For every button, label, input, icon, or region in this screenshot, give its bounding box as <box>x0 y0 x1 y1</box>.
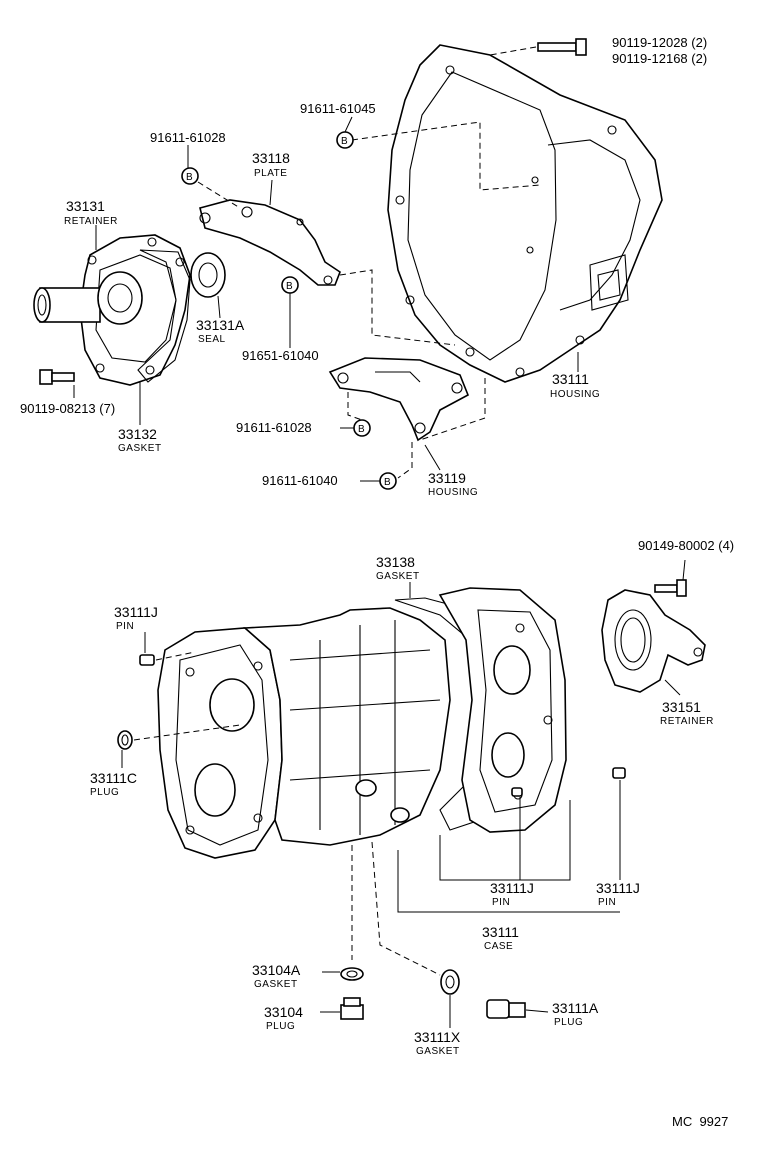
pin-mid-drawing <box>511 787 523 797</box>
housing-bolt-icon <box>537 38 587 56</box>
x-gasket-number: 33111X <box>414 1029 461 1045</box>
seal-name: SEAL <box>198 334 226 345</box>
case-number: 33111 <box>482 924 519 940</box>
pin-mid-number: 33111J <box>490 880 534 896</box>
b-marker-icon: B <box>181 167 199 185</box>
bracket-housing-drawing <box>328 357 470 442</box>
b-marker-icon: B <box>281 276 299 294</box>
part-number-91651-61040: 91651-61040 <box>242 348 319 363</box>
filler-plug-drawing <box>486 999 526 1019</box>
marker-b: B <box>186 172 193 183</box>
b-marker-icon: B <box>353 419 371 437</box>
plate-name: PLATE <box>254 168 287 179</box>
drain-plug-name: PLUG <box>266 1021 295 1032</box>
retainer-bolt-number: 90119-08213 (7) <box>20 401 115 416</box>
marker-b: B <box>358 424 365 435</box>
marker-b: B <box>384 477 391 488</box>
x-gasket-drawing <box>440 969 460 995</box>
case-name: CASE <box>484 941 513 952</box>
marker-b: B <box>286 281 293 292</box>
pin-left-name: PIN <box>116 621 134 632</box>
pin-right-name: PIN <box>598 897 616 908</box>
pin-right-number: 33111J <box>596 880 640 896</box>
housing-bell-name: HOUSING <box>550 389 600 400</box>
gasket-front-number: 33132 <box>118 426 157 442</box>
b-marker-icon: B <box>336 131 354 149</box>
gasket-case-name: GASKET <box>376 571 420 582</box>
rear-retainer-bolt-icon <box>654 579 687 597</box>
part-number-91611-61040: 91611-61040 <box>262 473 338 488</box>
gasket-front-name: GASKET <box>118 443 162 454</box>
plate-number: 33118 <box>252 150 290 166</box>
drain-gasket-number: 33104A <box>252 962 301 978</box>
gasket-case-number: 33138 <box>376 554 415 570</box>
drain-plug-number: 33104 <box>264 1004 303 1020</box>
front-retainer-drawing <box>33 234 191 386</box>
retainer-front-number: 33131 <box>66 198 105 214</box>
pin-mid-name: PIN <box>492 897 510 908</box>
bolt-label-line2: 90119-12168 (2) <box>612 51 707 66</box>
rear-bolt-number: 90149-80002 (4) <box>638 538 734 553</box>
pin-left-drawing <box>139 654 155 666</box>
part-number-91611-61028-top: 91611-61028 <box>150 130 226 145</box>
filler-plug-number: 33111A <box>552 1000 599 1016</box>
plug-left-drawing <box>117 730 133 750</box>
transmission-case-drawing <box>157 587 567 859</box>
front-gasket-drawing <box>137 249 191 383</box>
marker-b: B <box>341 136 348 147</box>
pin-left-number: 33111J <box>114 604 158 620</box>
b-marker-icon: B <box>379 472 397 490</box>
x-gasket-name: GASKET <box>416 1046 460 1057</box>
plate-drawing <box>199 199 341 286</box>
seal-number: 33131A <box>196 317 245 333</box>
filler-plug-name: PLUG <box>554 1017 583 1028</box>
housing-bracket-number: 33119 <box>428 470 466 486</box>
seal-drawing <box>190 252 226 298</box>
part-number-91611-61045: 91611-61045 <box>300 101 376 116</box>
retainer-front-name: RETAINER <box>64 216 118 227</box>
part-number-91611-61028-mid: 91611-61028 <box>236 420 312 435</box>
retainer-bolt-icon <box>39 369 75 385</box>
drain-plug-drawing <box>340 997 364 1020</box>
bolt-label-line1: 90119-12028 (2) <box>612 35 707 50</box>
diagram-code: MC 9927 <box>672 1114 728 1129</box>
bell-housing-drawing <box>387 44 663 383</box>
rear-retainer-drawing <box>601 589 706 693</box>
retainer-rear-name: RETAINER <box>660 716 714 727</box>
pin-right-drawing <box>612 767 626 779</box>
plug-left-number: 33111C <box>90 770 137 786</box>
drain-gasket-drawing <box>340 967 364 981</box>
retainer-rear-number: 33151 <box>662 699 701 715</box>
plug-left-name: PLUG <box>90 787 119 798</box>
drain-gasket-name: GASKET <box>254 979 298 990</box>
housing-bell-number: 33111 <box>552 371 589 387</box>
housing-bracket-name: HOUSING <box>428 487 478 498</box>
